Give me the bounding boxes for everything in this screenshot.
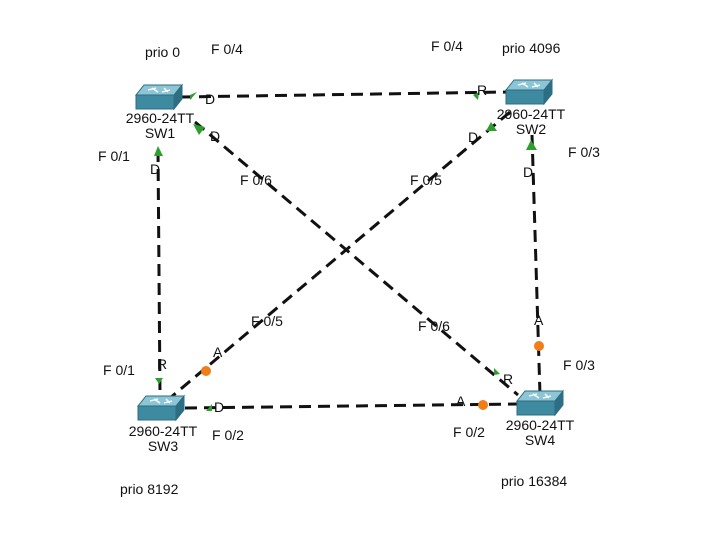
sw4-name: SW4 — [524, 432, 556, 448]
sw1-f01-state-icon — [154, 146, 163, 156]
links — [156, 90, 542, 410]
sw3-f05-role: A — [213, 344, 223, 360]
sw4-f03-state-icon — [534, 341, 544, 351]
sw4-model: 2960-24TT — [505, 417, 575, 433]
sw4-f02-state-icon — [478, 400, 488, 410]
sw1-f06-role: D — [210, 128, 221, 144]
sw4-f03-role: A — [534, 312, 544, 328]
sw1-icon[interactable] — [134, 83, 184, 111]
sw2-f03-label: F 0/3 — [568, 144, 600, 160]
sw3-f05-label: F 0/5 — [251, 313, 283, 329]
sw3-f02-role: D — [214, 399, 225, 415]
sw1-f06-state-icon — [193, 124, 205, 135]
forwarding-markers — [154, 92, 537, 411]
sw3-label: 2960-24TT SW3 — [113, 424, 213, 454]
sw1-f04-role: D — [205, 91, 216, 107]
sw1-name: SW1 — [144, 125, 176, 141]
sw4-f02-label: F 0/2 — [453, 424, 485, 440]
sw3-f02-label: F 0/2 — [212, 427, 244, 443]
sw1-f06-label: F 0/6 — [240, 172, 272, 188]
link-sw1-sw2 — [179, 90, 509, 99]
sw2-f05-label: F 0/5 — [410, 172, 442, 188]
sw3-icon[interactable] — [136, 394, 186, 422]
sw4-f03-label: F 0/3 — [563, 357, 595, 373]
sw2-priority: prio 4096 — [502, 40, 561, 56]
link-sw2-sw3 — [169, 110, 511, 400]
sw4-label: 2960-24TT SW4 — [490, 418, 590, 448]
sw2-f04-state-icon — [473, 92, 479, 100]
sw4-f06-state-icon — [494, 368, 500, 375]
sw1-f01-label: F 0/1 — [98, 148, 130, 164]
sw1-label: 2960-24TT SW1 — [110, 111, 210, 141]
sw2-icon[interactable] — [504, 78, 554, 106]
sw4-f02-role: A — [456, 393, 466, 409]
sw4-f06-role: R — [503, 371, 514, 387]
sw2-f04-label: F 0/4 — [431, 38, 463, 54]
sw2-f05-state-icon — [486, 122, 497, 131]
sw2-f03-role: D — [523, 164, 534, 180]
sw2-name: SW2 — [515, 121, 547, 137]
sw3-f01-state-icon — [155, 378, 163, 384]
link-sw3-sw4 — [184, 402, 519, 410]
sw3-f01-role: R — [157, 356, 168, 372]
sw2-f03-state-icon — [526, 140, 537, 150]
sw3-model: 2960-24TT — [128, 423, 198, 439]
link-sw1-sw3 — [156, 149, 162, 396]
link-sw2-sw4 — [530, 134, 542, 396]
sw3-f05-state-icon — [201, 366, 211, 376]
sw1-f04-state-icon — [190, 92, 197, 100]
sw4-f06-label: F 0/6 — [418, 318, 450, 334]
link-sw1-sw4 — [194, 120, 519, 397]
sw4-icon[interactable] — [515, 389, 565, 417]
blocking-markers — [201, 341, 544, 410]
sw2-label: 2960-24TT SW2 — [481, 107, 581, 137]
sw1-priority: prio 0 — [145, 44, 181, 60]
sw2-f04-role: R — [477, 82, 488, 98]
sw1-f04-label: F 0/4 — [211, 41, 243, 57]
sw1-model: 2960-24TT — [125, 110, 195, 126]
sw3-priority: prio 8192 — [120, 481, 179, 497]
sw2-f05-role: D — [468, 129, 479, 145]
sw3-f01-label: F 0/1 — [103, 362, 135, 378]
sw4-priority: prio 16384 — [501, 473, 568, 489]
sw2-model: 2960-24TT — [496, 106, 566, 122]
sw3-f02-state-icon — [206, 404, 212, 411]
sw1-f01-role: D — [150, 161, 161, 177]
sw3-name: SW3 — [147, 438, 179, 454]
